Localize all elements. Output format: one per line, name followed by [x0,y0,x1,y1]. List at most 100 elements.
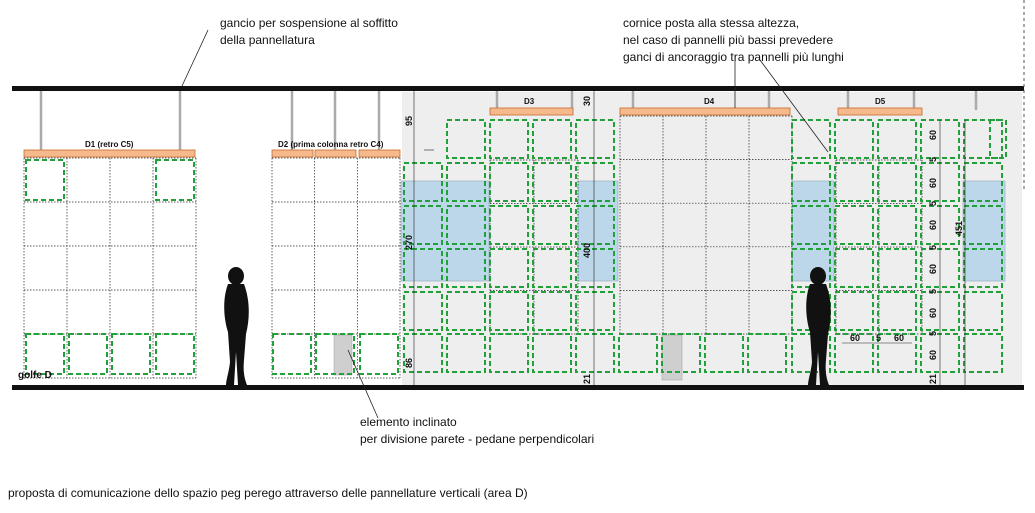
dim-86: 86 [404,358,414,368]
green-panel-tile [575,333,615,373]
green-panel-tile [834,205,874,245]
dim-60-v6: 60 [928,350,938,360]
human-silhouette-icon [224,267,249,385]
green-panel-tile [489,248,529,288]
cornice-d4 [619,107,791,116]
green-panel-tile [403,291,443,331]
hook-note-line-1: gancio per sospensione al soffitto [220,16,398,30]
green-panel-tile [446,248,486,288]
green-panel-tile [403,333,443,373]
green-panel-tile [834,333,874,373]
panel-label-d3: D3 [524,97,535,106]
blue-area-3 [791,180,835,282]
cornice-d2-a [271,149,314,158]
green-panel-tile [575,162,615,202]
green-panel-tile [359,333,399,375]
green-panel-tile [963,162,1003,202]
green-panel-tile [446,291,486,331]
dim-5-h: 5 [876,333,881,343]
green-panel-tile [575,119,615,159]
green-panel-tile [446,162,486,202]
green-panel-tile [315,333,355,375]
green-panel-tile [575,248,615,288]
green-panel-tile [403,205,443,245]
dim-5-v1: 5 [928,157,938,162]
human-silhouette-icon [806,267,831,385]
grey-column [661,334,683,381]
cornice-note-line-3: ganci di ancoraggio tra pannelli più lun… [623,50,844,64]
green-panel-tile [446,333,486,373]
hook-note-line-2: della pannellatura [220,33,315,47]
green-panel-tile [155,159,195,201]
dim-21b: 21 [928,374,938,384]
cornice-note-line-1: cornice posta alla stessa altezza, [623,16,799,30]
green-panel-tile [834,162,874,202]
panel-label-d2: D2 (prima colonna retro C4) [278,140,384,149]
green-panel-tile [25,159,65,201]
green-panel-tile [532,291,572,331]
dim-30: 30 [582,96,592,106]
leader-lines [181,29,829,419]
green-panel-tile [963,291,1003,331]
dim-5-v4: 5 [928,289,938,294]
floor-line [12,385,1024,390]
green-panel-tile [489,291,529,331]
green-panel-tile [489,333,529,373]
green-panel-tile [532,119,572,159]
green-panel-tile [877,162,917,202]
green-panel-tile [877,205,917,245]
dimension-lines [413,91,966,385]
green-panel-tile [446,119,486,159]
dim-270: 270 [404,235,414,250]
green-panel-tile [489,162,529,202]
green-panel-tile [272,333,312,375]
green-panel-tile [532,205,572,245]
green-panel-tile [618,333,658,373]
dim-60-v3: 60 [928,220,938,230]
green-panel-tile [403,248,443,288]
dim-60-v5: 60 [928,308,938,318]
blue-area-2 [577,180,619,282]
caption: proposta di comunicazione dello spazio p… [8,486,528,500]
green-panel-tile [532,162,572,202]
cornices [23,107,923,158]
blue-area-4 [962,180,1006,282]
green-panel-tile [111,333,151,375]
dotted-grid-d1 [23,157,197,379]
green-panel-tile [877,248,917,288]
green-panel-tile [791,162,831,202]
dim-5-v3: 5 [928,245,938,250]
cornice-d3 [489,107,574,116]
dim-400: 400 [582,243,592,258]
green-panel-tile [791,205,831,245]
dim-60-v2: 60 [928,178,938,188]
green-panel-tile [963,248,1003,288]
panel-label-d1: D1 (retro C5) [85,140,134,149]
inclined-element [333,334,353,376]
inclined-note-line-2: per divisione parete - pedane perpendico… [360,432,594,446]
blue-areas [400,180,1006,282]
dim-21a: 21 [582,374,592,384]
green-panel-tile [532,248,572,288]
inclined-note-line-1: elemento inclinato [360,415,457,429]
green-panel-tile [446,205,486,245]
green-panel-tile [834,119,874,159]
green-panel-tile [989,119,1007,159]
green-panel-tile [661,333,701,373]
panel-label-d5: D5 [875,97,886,106]
ceiling-line [12,86,1024,91]
green-panel-tile [747,333,787,373]
area-label: golfe D [18,370,52,381]
cornice-d1 [23,149,196,158]
green-panel-tile [575,205,615,245]
green-panel-tile [963,205,1003,245]
dim-60-h1: 60 [850,333,860,343]
dim-60-h2: 60 [894,333,904,343]
green-panel-tile [155,333,195,375]
cornice-note-line-2: nel caso di pannelli più bassi prevedere [623,33,833,47]
green-panel-tile [877,333,917,373]
green-panel-tile [877,291,917,331]
green-panel-tile [532,333,572,373]
cornice-d2-b [314,149,357,158]
hanging-cables [39,91,978,150]
